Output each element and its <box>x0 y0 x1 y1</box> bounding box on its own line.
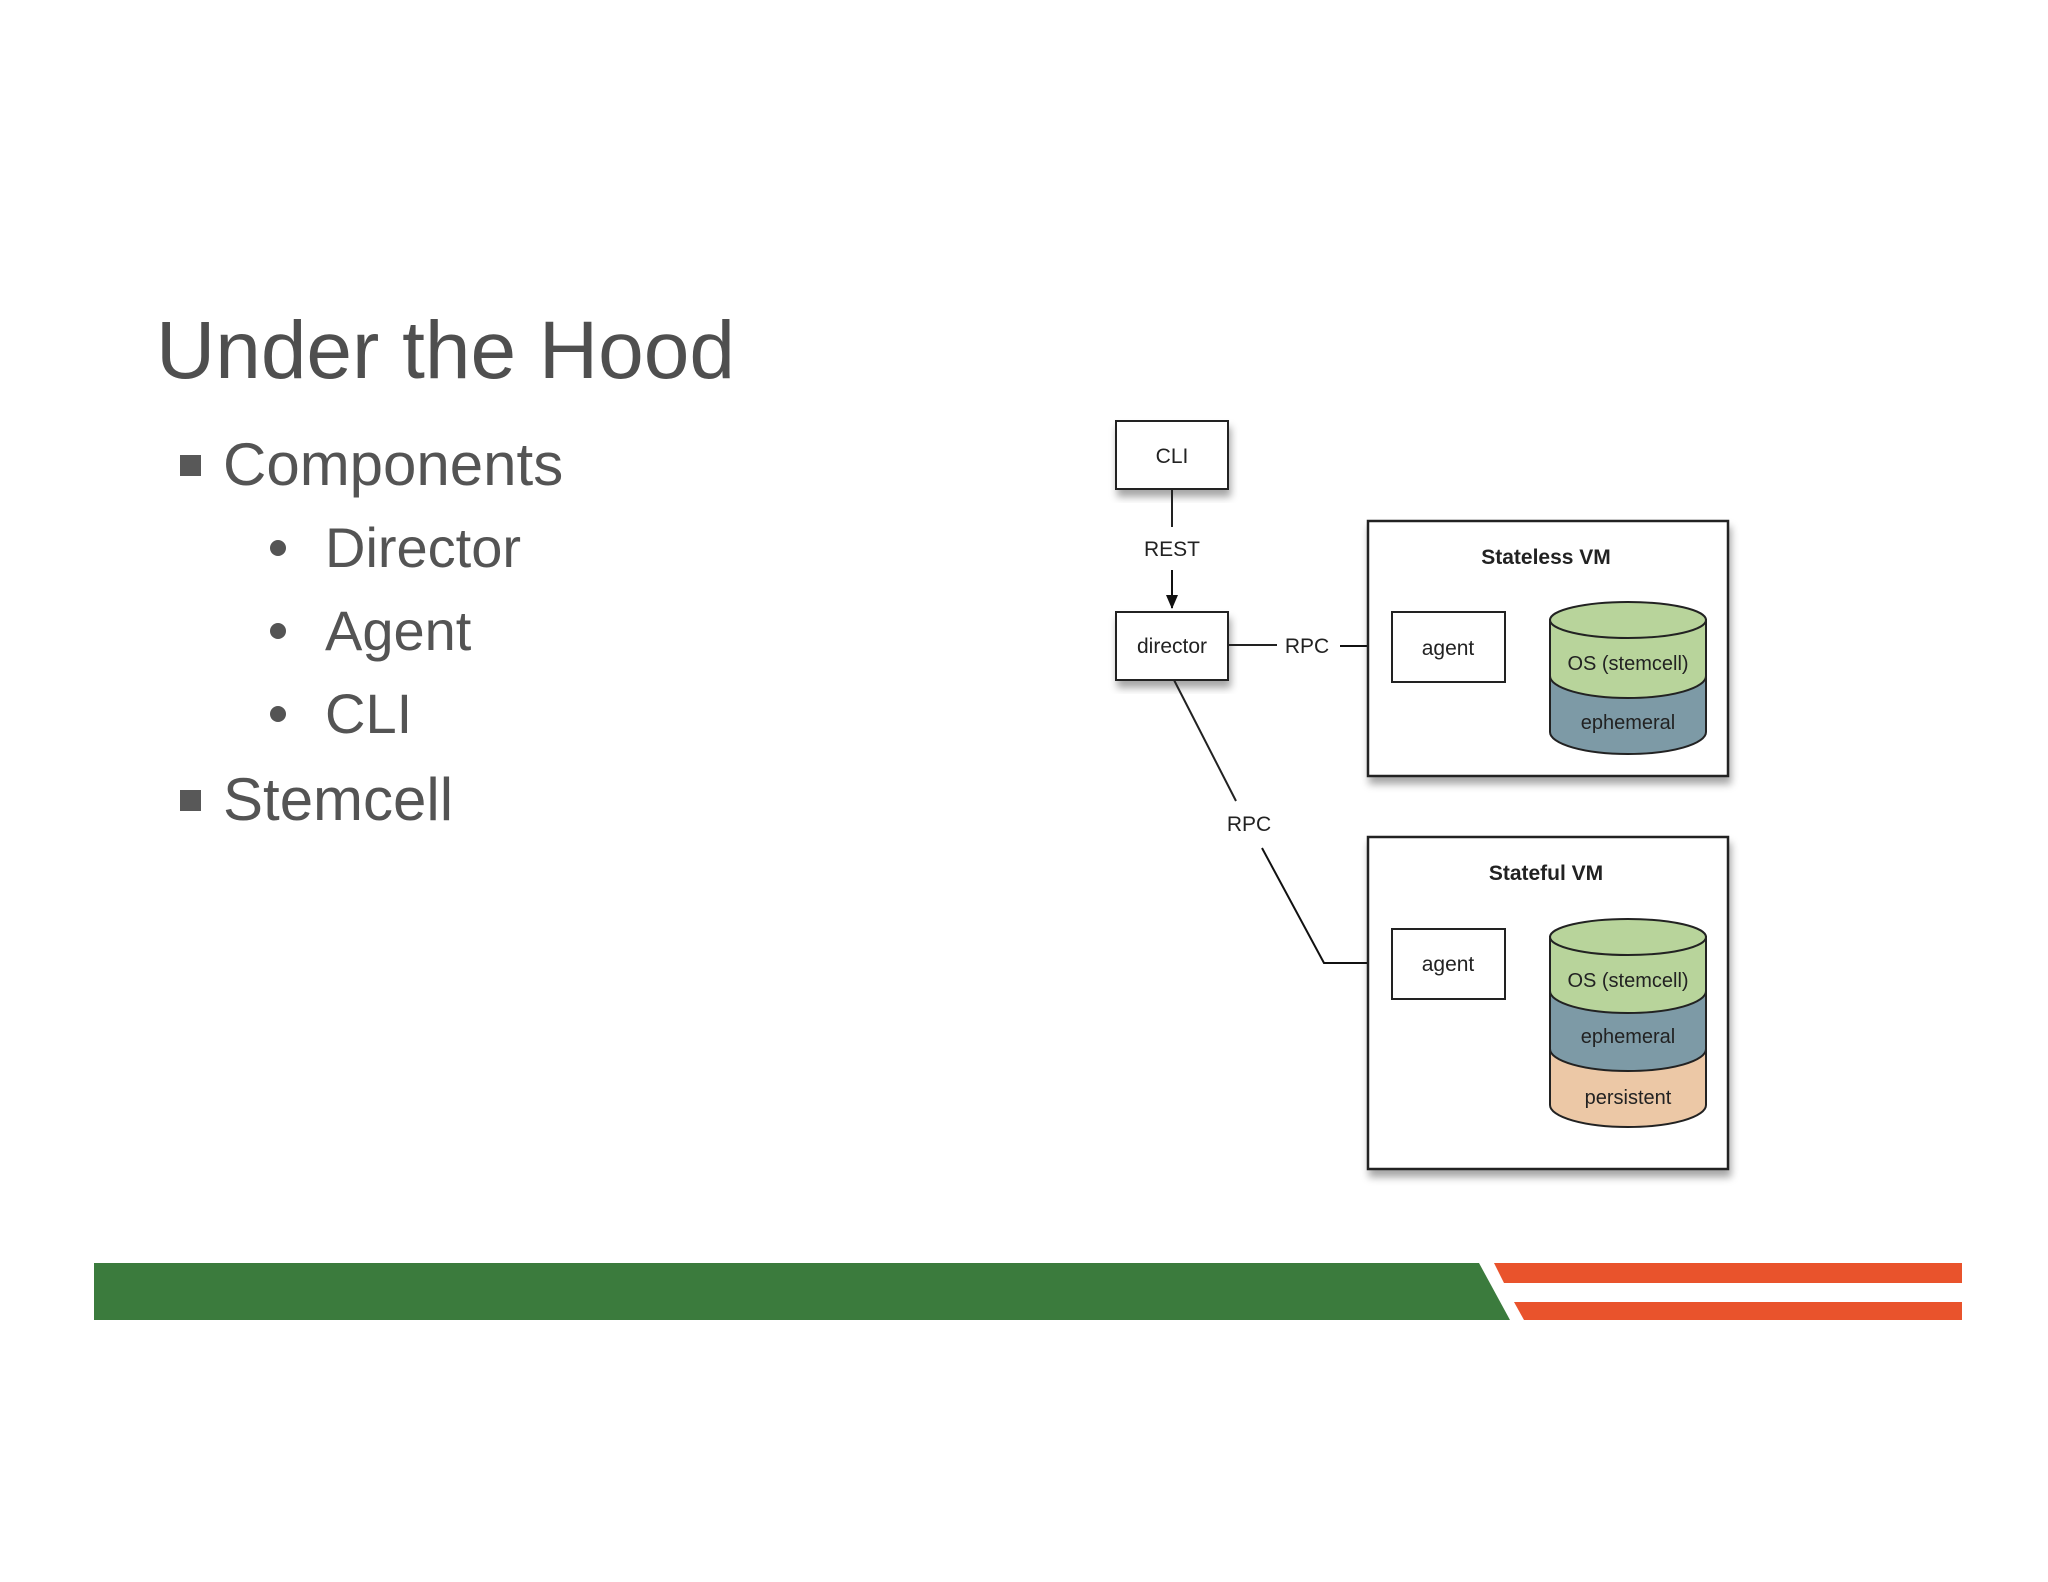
cli-node-label: CLI <box>1156 445 1189 468</box>
slide-title: Under the Hood <box>156 305 735 396</box>
rest-label: REST <box>1144 538 1200 561</box>
stateful-persistent-layer-label: persistent <box>1585 1087 1672 1109</box>
stateless-agent-box <box>1391 611 1506 683</box>
director-node-label: director <box>1137 635 1207 658</box>
sub-bullet-label: CLI <box>325 682 413 745</box>
stateless-os-layer-label: OS (stemcell) <box>1567 653 1688 675</box>
stateful-vm-title: Stateful VM <box>1489 862 1603 885</box>
director-node: director <box>1115 611 1229 681</box>
rpc-top-label: RPC <box>1285 635 1329 658</box>
stateless-disk-cylinder: OS (stemcell) ephemeral <box>1549 601 1707 755</box>
round-bullet-icon <box>270 706 286 722</box>
stateless-vm-title: Stateless VM <box>1481 546 1611 569</box>
stateful-agent-label: agent <box>1422 953 1475 976</box>
square-bullet-icon <box>180 455 201 476</box>
rpc-mid-label: RPC <box>1227 813 1271 836</box>
rpc-connector-diag-top <box>1173 679 1237 802</box>
stateless-agent-label: agent <box>1422 637 1475 660</box>
square-bullet-icon <box>180 790 201 811</box>
stateful-agent-box <box>1391 928 1506 1000</box>
stateless-vm: Stateless VM agent OS (stemcell) ephemer… <box>1366 519 1730 778</box>
round-bullet-icon <box>270 623 286 639</box>
stateful-ephemeral-layer-label: ephemeral <box>1581 1026 1676 1048</box>
footer-orange-stripe-bottom <box>1514 1302 1962 1320</box>
bullet-label: Stemcell <box>223 766 454 833</box>
sub-bullet-label: Agent <box>325 599 472 662</box>
bullet-label: Components <box>223 431 564 498</box>
stateful-os-layer-label: OS (stemcell) <box>1567 970 1688 992</box>
stateful-vm: Stateful VM agent OS (stemcell) ephemera… <box>1366 835 1730 1171</box>
stateful-disk-cylinder: OS (stemcell) ephemeral persistent <box>1549 918 1707 1128</box>
round-bullet-icon <box>270 540 286 556</box>
footer-orange-stripe-top <box>1494 1263 1962 1283</box>
footer-green-bar <box>94 1263 1510 1320</box>
stateless-ephemeral-layer-label: ephemeral <box>1581 712 1676 734</box>
sub-bullet-label: Director <box>325 516 522 579</box>
